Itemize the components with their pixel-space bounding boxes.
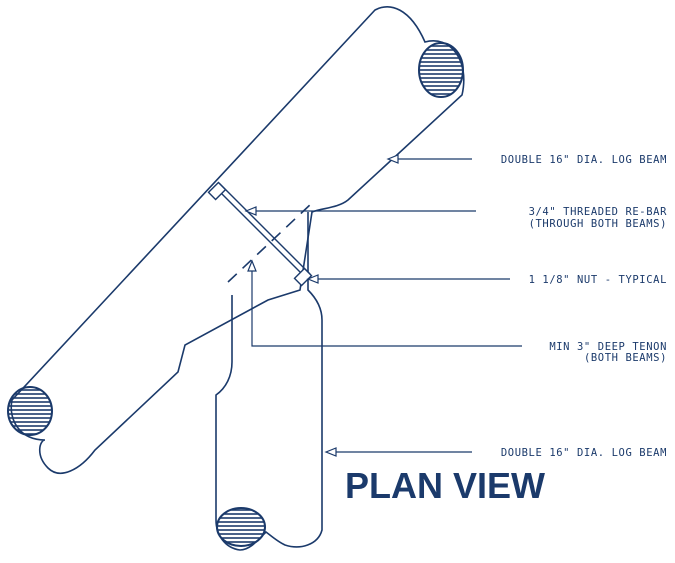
label-tenon-line1: MIN 3" DEEP TENON [549,341,667,353]
leader-lower-log [324,447,472,457]
nut-upper [207,181,227,201]
label-upper-log: DOUBLE 16" DIA. LOG BEAM [501,154,667,166]
leader-upper-log [386,154,472,164]
rebar-line-a [213,185,307,279]
label-rebar-line2: (THROUGH BOTH BEAMS) [529,218,667,230]
label-rebar-line1: 3/4" THREADED RE-BAR [529,206,668,218]
left-log-section [7,386,53,436]
upper-log-section [418,42,464,98]
bottom-log-section [216,507,266,547]
drawing-title: PLAN VIEW [345,465,545,506]
diagonal-log-beam [10,6,465,474]
leader-nut [306,274,510,284]
rebar-line-b [218,182,311,275]
label-nut: 1 1/8" NUT - TYPICAL [529,274,667,286]
leader-rebar [244,206,476,216]
leader-tenon [247,259,522,347]
vertical-log-beam [215,212,323,551]
label-tenon-line2: (BOTH BEAMS) [584,352,667,364]
nut-lower [293,267,313,287]
label-lower-log: DOUBLE 16" DIA. LOG BEAM [501,447,667,459]
